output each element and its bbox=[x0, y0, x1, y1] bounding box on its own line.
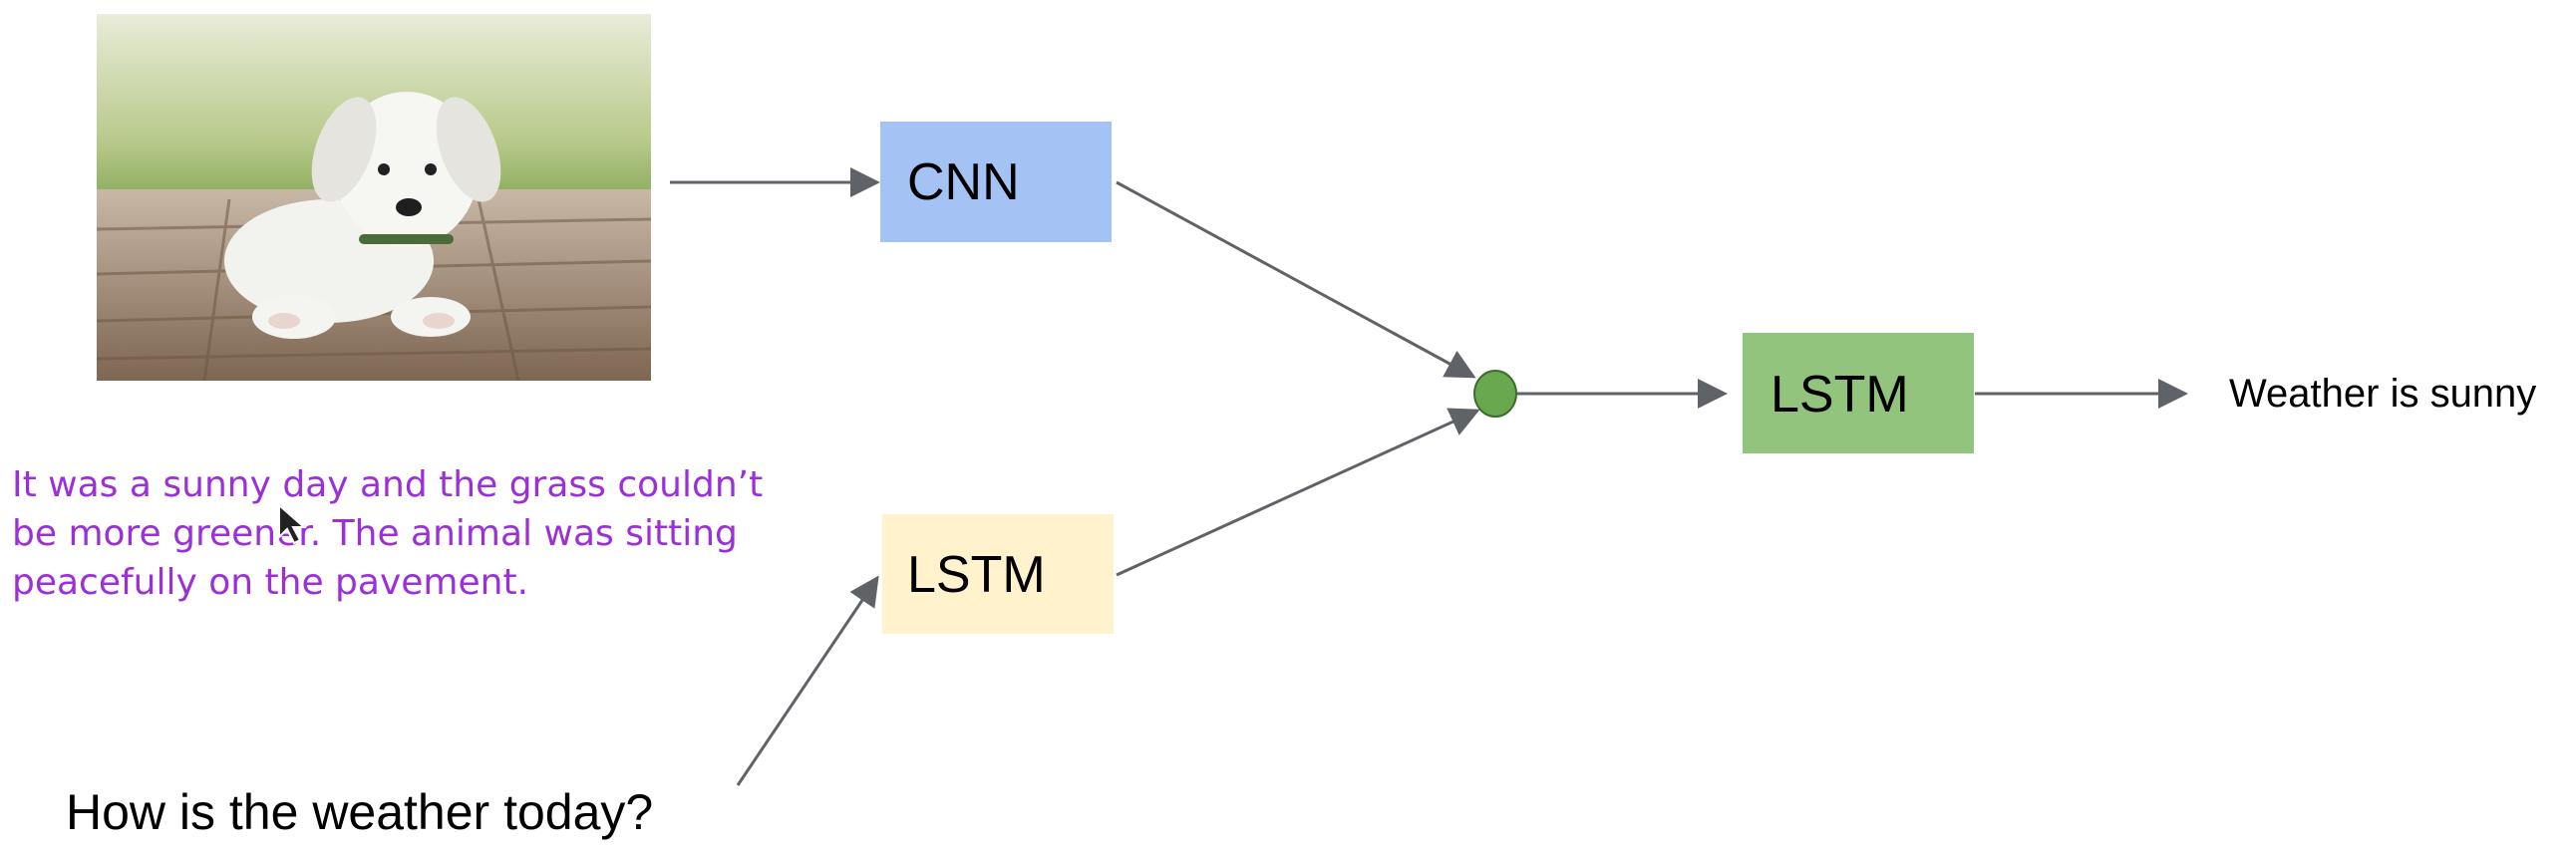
lstm-output-box bbox=[1743, 333, 1974, 453]
cnn-label: CNN bbox=[907, 153, 1020, 211]
arrow-cnn-to-merge bbox=[1116, 180, 1476, 379]
context-paragraph: It was a sunny day and the grass couldn’… bbox=[12, 460, 809, 607]
lstm-text-box bbox=[882, 514, 1114, 634]
context-line: It was a sunny day and the grass couldn’… bbox=[12, 464, 764, 505]
arrow-lstm-to-merge bbox=[1116, 408, 1480, 577]
lstm-output-label: LSTM bbox=[1771, 366, 1909, 424]
context-line: be more greener. The animal was sitting bbox=[12, 513, 738, 554]
question-text: How is the weather today? bbox=[66, 784, 653, 840]
arrow-question-to-lstm bbox=[736, 575, 879, 786]
context-line: peacefully on the pavement. bbox=[12, 562, 529, 603]
lstm-text-label: LSTM bbox=[907, 546, 1046, 604]
merge-node bbox=[1473, 370, 1517, 418]
mouse-pointer-icon bbox=[278, 503, 307, 545]
cnn-node: CNN bbox=[880, 122, 1112, 242]
lstm-output-node: LSTM bbox=[1743, 333, 1974, 453]
puppy-photo bbox=[97, 14, 651, 381]
output-text: Weather is sunny bbox=[2229, 372, 2536, 416]
lstm-text-node: LSTM bbox=[882, 514, 1114, 634]
cnn-box bbox=[880, 122, 1112, 242]
